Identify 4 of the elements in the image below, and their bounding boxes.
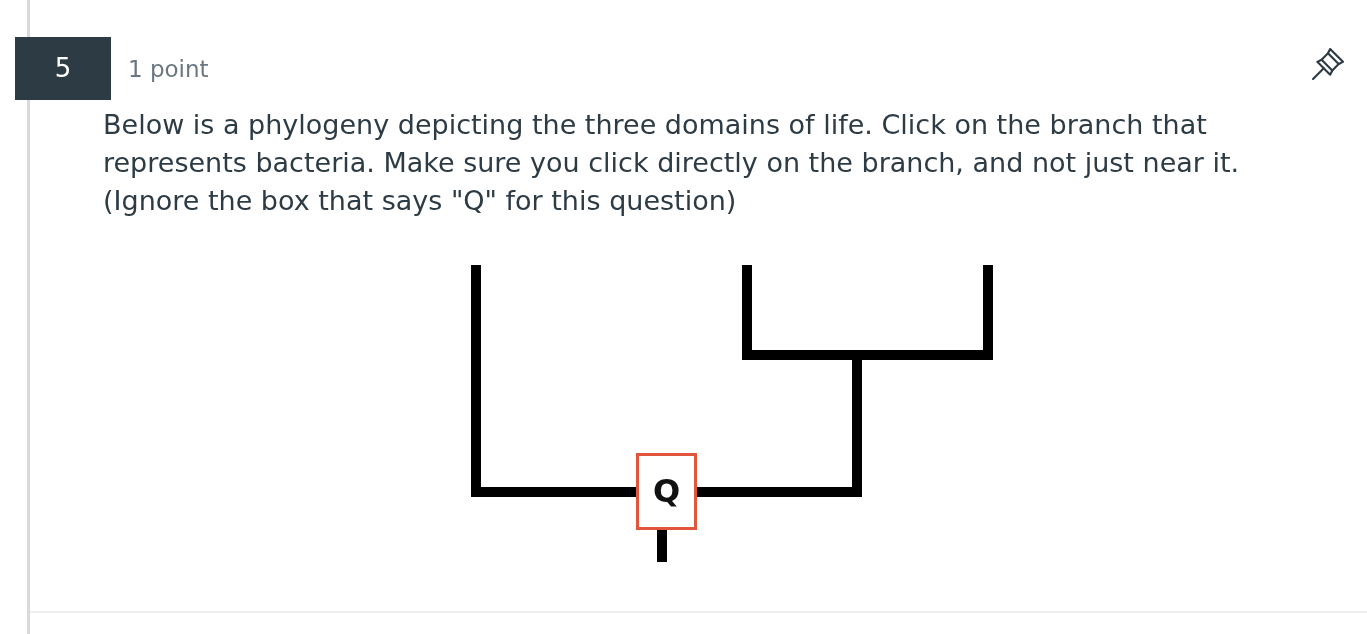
question-number: 5 xyxy=(15,37,111,100)
tree-label-box: Q xyxy=(636,453,697,530)
points-label: 1 point xyxy=(128,55,209,84)
question-text: Below is a phylogeny depicting the three domains of life. Click on the branch that represents bacteria. Make sure you click directly on the branch, and not just near it. (Ignore the box that says "Q" for this question) xyxy=(103,108,1241,218)
